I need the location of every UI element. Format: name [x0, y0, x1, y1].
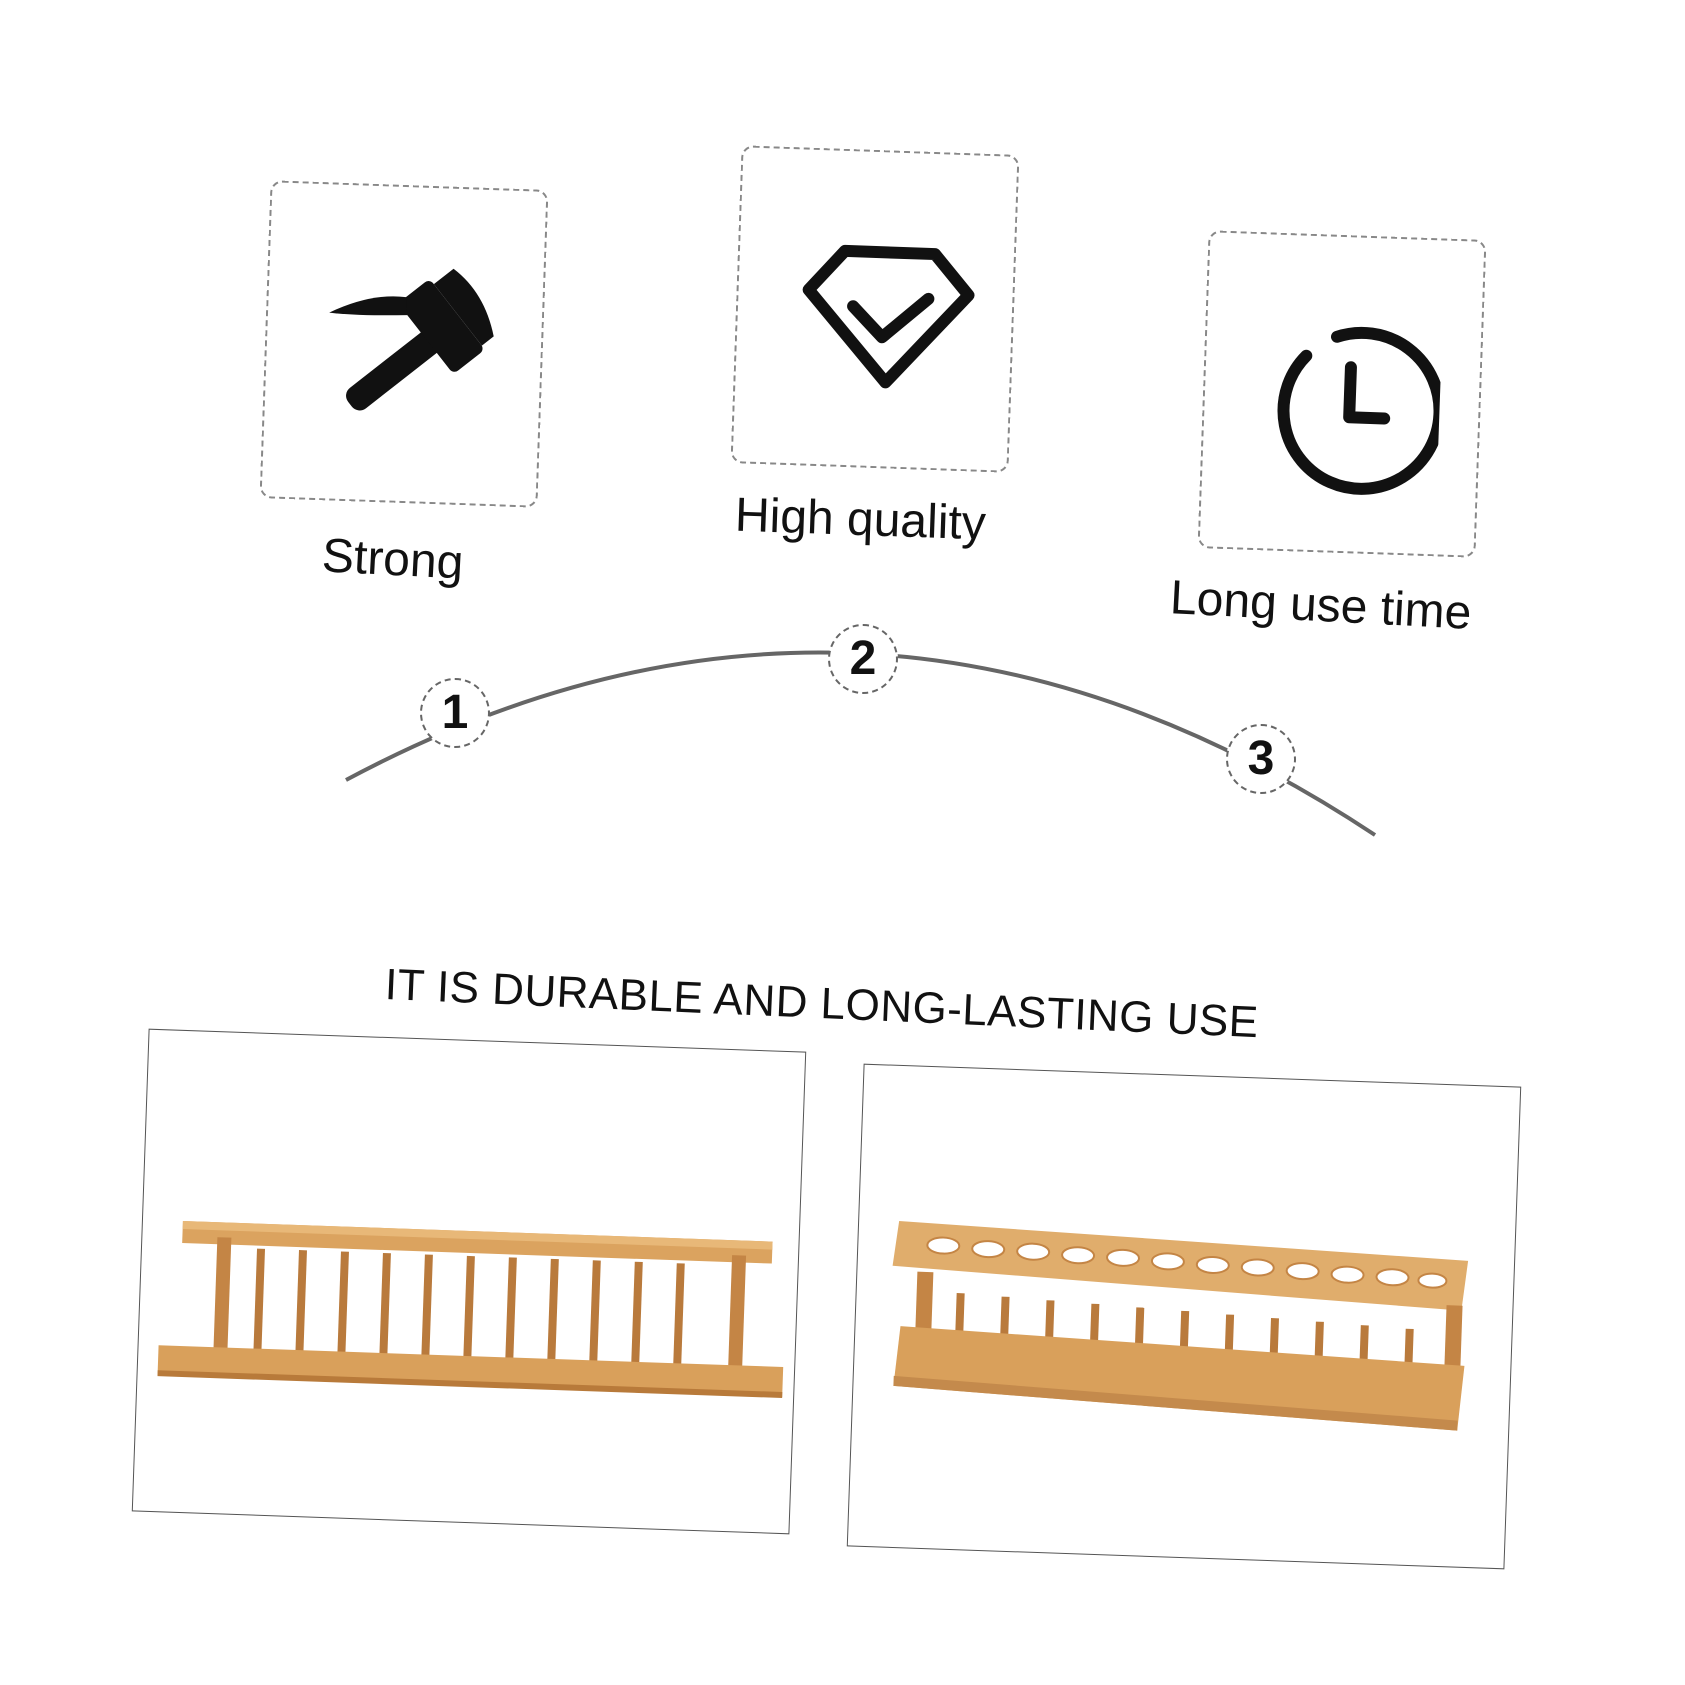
- timeline-arc: [345, 650, 1377, 837]
- step-badge-2: 2: [828, 624, 898, 694]
- feature-card-long-use: [1197, 230, 1487, 558]
- clock-icon: [1256, 314, 1443, 500]
- feature-card-strong: [259, 180, 549, 508]
- product-photo-front: [131, 1028, 807, 1535]
- headline: IT IS DURABLE AND LONG-LASTING USE: [383, 960, 1260, 1048]
- step-badge-3: 3: [1226, 724, 1296, 794]
- feature-card-quality: [730, 145, 1020, 473]
- hammer-icon: [304, 249, 511, 446]
- diamond-check-icon: [795, 234, 980, 400]
- step-badge-1: 1: [420, 678, 490, 748]
- product-photo-angle: [846, 1063, 1522, 1570]
